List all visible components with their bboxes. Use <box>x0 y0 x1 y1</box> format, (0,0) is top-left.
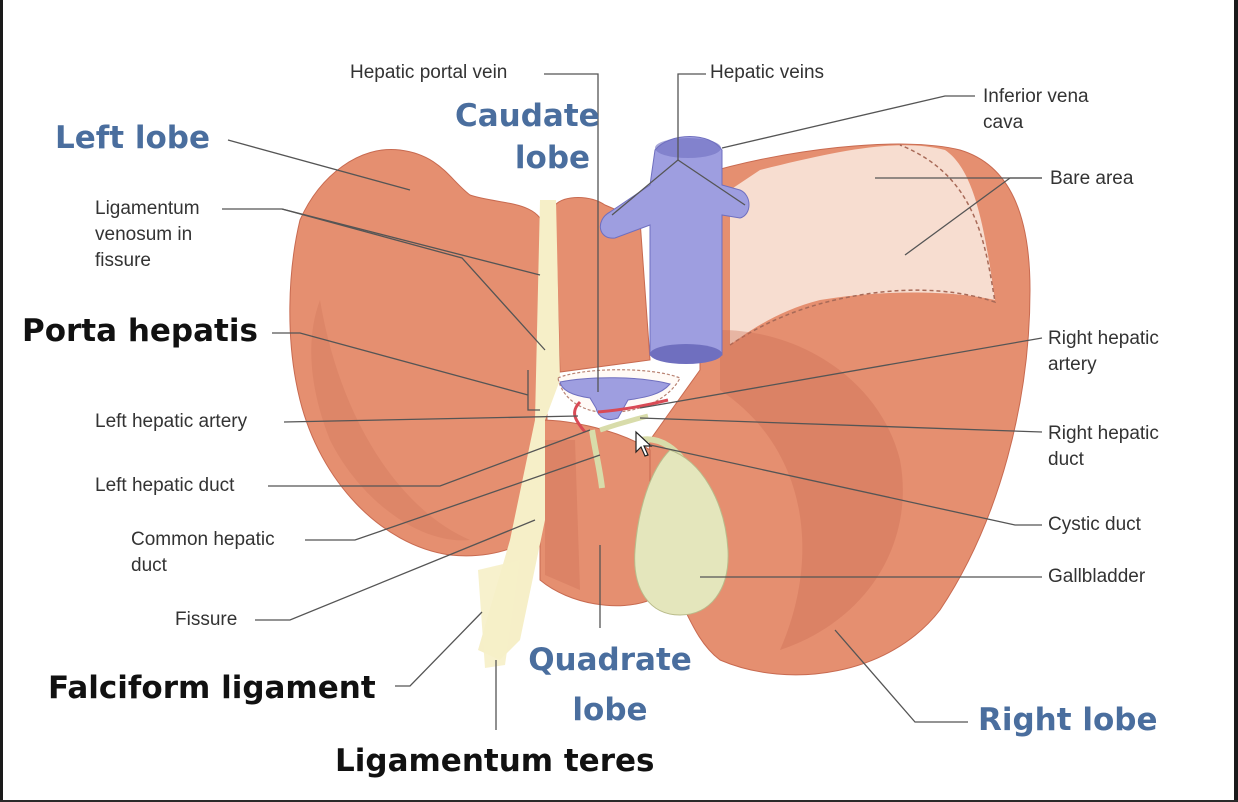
label-caudate-lobe-line1: Caudate <box>455 98 600 134</box>
label-left-hepatic-duct: Left hepatic duct <box>95 475 235 496</box>
gallbladder-shape <box>634 449 729 616</box>
quadrate-lobe-shading <box>545 440 580 590</box>
leader-right-lobe <box>834 629 968 723</box>
label-hepatic-portal-vein: Hepatic portal vein <box>350 62 508 83</box>
label-bare-area: Bare area <box>1050 168 1134 189</box>
common-hepatic-duct-shape <box>589 429 605 489</box>
label-right-hepatic-duct-line2: duct <box>1048 449 1084 470</box>
label-cystic-duct: Cystic duct <box>1048 514 1141 535</box>
label-caudate-lobe-line2: lobe <box>514 140 591 176</box>
label-left-hepatic-artery: Left hepatic artery <box>95 411 248 432</box>
leader-common-hepatic-duct <box>305 454 601 541</box>
leader-bare-area-2 <box>904 177 1042 256</box>
label-right-hepatic-duct-line1: Right hepatic <box>1048 423 1159 444</box>
fissure-band <box>478 200 560 660</box>
label-ligamentum-venosum-line2: venosum in <box>95 224 193 245</box>
leader-cystic-duct <box>649 444 1042 526</box>
window-frame-left <box>0 0 3 802</box>
cursor-icon <box>635 430 653 457</box>
label-quadrate-lobe-line1: Quadrate <box>528 642 692 678</box>
right-hepatic-artery-shape <box>597 398 669 414</box>
bare-area-shape <box>730 145 995 345</box>
leader-porta-bracket <box>527 370 540 411</box>
label-falciform-ligament: Falciform ligament <box>48 670 376 706</box>
window-frame-bottom <box>0 800 1238 802</box>
label-gallbladder: Gallbladder <box>1048 566 1146 587</box>
ivc-top <box>655 138 721 158</box>
label-ligamentum-venosum-line3: fissure <box>95 250 151 271</box>
label-ligamentum-venosum-line1: Ligamentum <box>95 198 200 219</box>
leader-hepatic-veins-2 <box>677 159 746 206</box>
inferior-vena-cava-shape <box>600 136 750 363</box>
right-hepatic-duct-shape <box>599 413 649 433</box>
leader-lines <box>222 73 1043 730</box>
label-common-hepatic-duct-line1: Common hepatic <box>131 529 275 550</box>
label-right-hepatic-artery-line1: Right hepatic <box>1048 328 1159 349</box>
leader-right-hepatic-duct <box>639 417 1043 433</box>
leader-fissure <box>255 519 536 621</box>
label-common-hepatic-duct-line2: duct <box>131 555 167 576</box>
falciform-ligament-shape <box>478 560 520 668</box>
leader-porta-hepatis <box>272 332 529 396</box>
ivc-opening <box>650 344 722 364</box>
label-fissure: Fissure <box>175 609 238 630</box>
leader-falciform-ligament <box>395 611 483 687</box>
leader-ligamentum-venosum-2 <box>281 208 546 351</box>
label-porta-hepatis: Porta hepatis <box>22 313 258 349</box>
leader-hepatic-portal-vein <box>544 73 599 392</box>
label-right-lobe: Right lobe <box>978 702 1158 738</box>
leader-inferior-vena-cava <box>721 95 975 149</box>
label-hepatic-veins: Hepatic veins <box>710 62 825 83</box>
window-frame-right <box>1234 0 1238 802</box>
hepatic-portal-vein-shape <box>559 377 671 421</box>
label-inferior-vena-cava-line2: cava <box>983 112 1024 133</box>
leader-right-hepatic-artery <box>639 337 1043 409</box>
label-left-lobe: Left lobe <box>55 120 211 156</box>
leader-left-hepatic-artery <box>283 415 579 423</box>
leader-left-lobe <box>227 139 411 191</box>
label-right-hepatic-artery-line2: artery <box>1048 354 1097 375</box>
right-lobe-shading <box>720 330 903 650</box>
leader-hepatic-veins <box>611 73 706 216</box>
caudate-lobe-shape <box>554 197 651 373</box>
label-inferior-vena-cava-line1: Inferior vena <box>983 86 1089 107</box>
leader-left-hepatic-duct <box>268 429 591 487</box>
label-quadrate-lobe-line2: lobe <box>572 692 648 728</box>
label-ligamentum-teres: Ligamentum teres <box>335 743 655 779</box>
